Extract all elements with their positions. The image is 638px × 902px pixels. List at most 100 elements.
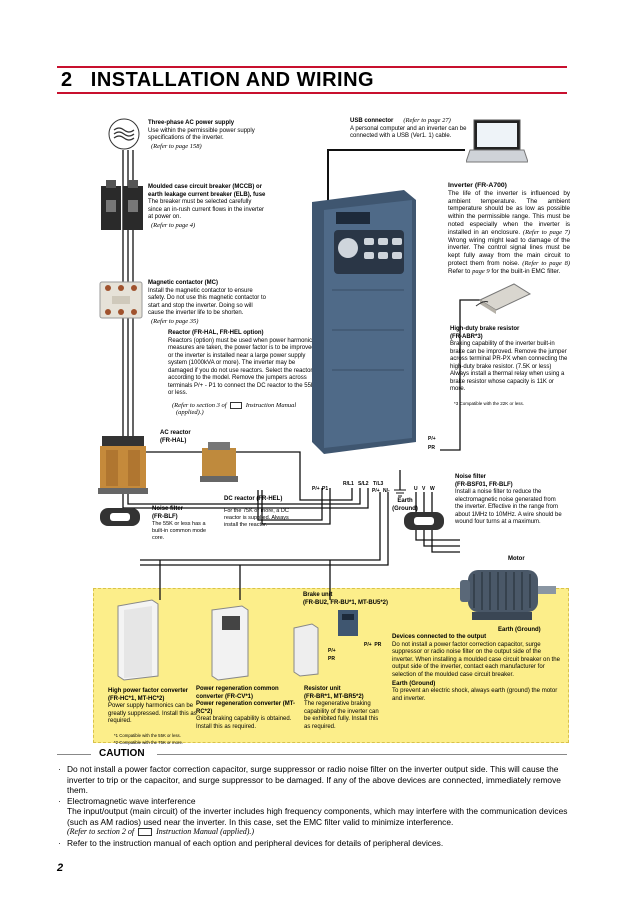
inverter-title: Inverter (FR-A700) bbox=[448, 182, 507, 189]
inverter-callout: Inverter (FR-A700) The life of the inver… bbox=[448, 182, 570, 276]
caution-ref-prefix: (Refer to section 2 of bbox=[67, 827, 135, 836]
terminal-p-plus: P/+ bbox=[428, 436, 436, 442]
caution-item-1: Do not install a power factor correction… bbox=[57, 764, 573, 796]
inverter-text2: Wrong wiring might lead to damage of the… bbox=[448, 236, 570, 267]
reactor-title: Reactor (FR-HAL, FR-HEL option) bbox=[168, 330, 264, 336]
motor-label: Motor bbox=[508, 556, 525, 564]
power-supply-title: Three-phase AC power supply bbox=[148, 120, 235, 126]
earth-ground-right-label: Earth (Ground) bbox=[498, 627, 541, 635]
ac-reactor-model: (FR-HAL) bbox=[160, 437, 187, 444]
inverter-image bbox=[308, 190, 418, 455]
resistor-unit-title: Resistor unit bbox=[304, 686, 341, 692]
dc-reactor-image bbox=[198, 438, 240, 486]
terminal-row-8: V bbox=[422, 486, 426, 492]
ac-reactor-title: AC reactor bbox=[160, 430, 191, 436]
power-supply-callout: Three-phase AC power supply Use within t… bbox=[148, 120, 263, 150]
inverter-ref3: page 9 bbox=[472, 267, 490, 275]
usb-title: USB connector bbox=[350, 118, 394, 124]
terminal-row-9: W bbox=[430, 486, 435, 492]
terminal-row-5: P/+ bbox=[372, 488, 380, 494]
power-regen-title1: Power regeneration common converter (FR-… bbox=[196, 686, 279, 700]
brake-resistor-text: Braking capability of the inverter built… bbox=[450, 341, 568, 392]
power-regen-image bbox=[210, 604, 250, 682]
section-header: 2 INSTALLATION AND WIRING bbox=[57, 66, 567, 96]
inverter-text3-prefix: Refer to bbox=[448, 267, 471, 275]
usb-ref: (Refer to page 27) bbox=[403, 117, 451, 124]
reactor-ref-suffix: (applied).) bbox=[176, 409, 204, 416]
resistor-unit-model: (FR-BR*1, MT-BR5*2) bbox=[304, 693, 364, 700]
wire-options-2 bbox=[140, 492, 389, 566]
header-rule-top bbox=[57, 66, 567, 68]
mccb-image bbox=[100, 180, 144, 232]
noise-filter-left-image bbox=[98, 506, 142, 528]
resistor-unit-image bbox=[292, 622, 320, 678]
mc-title: Magnetic contactor (MC) bbox=[148, 280, 219, 286]
brake-unit-callout: Brake unit (FR-BU2, FR-BU*1, MT-BU5*2) bbox=[303, 592, 398, 607]
high-pf-converter-model: (FR-HC*1, MT-HC*2) bbox=[108, 695, 165, 702]
brake-resistor-title: High-duty brake resistor bbox=[450, 326, 520, 332]
brake-unit-p: P/+ PR bbox=[364, 642, 382, 648]
section-number: 2 bbox=[61, 69, 73, 91]
inverter-ref1: (Refer to page 7) bbox=[522, 228, 570, 236]
brake-unit-image bbox=[336, 608, 360, 638]
wire-uvw-1 bbox=[415, 492, 460, 541]
mccb-title: Moulded case circuit breaker (MCCB) or e… bbox=[148, 184, 266, 198]
resistor-unit-callout: Resistor unit (FR-BR*1, MT-BR5*2) The re… bbox=[304, 686, 386, 731]
noise-filter-left-title: Noise filter bbox=[152, 506, 184, 512]
terminal-row-4: T/L3 bbox=[373, 481, 384, 487]
motor-label-text: Motor bbox=[508, 556, 525, 562]
noise-filter-left-callout: Noise filter (FR-BLF) The 55K or less ha… bbox=[152, 506, 210, 542]
caution-item-2: Electromagnetic wave interference bbox=[57, 796, 573, 807]
caution-book-icon bbox=[138, 828, 153, 837]
noise-filter-right-model: (FR-BSF01, FR-BLF) bbox=[455, 481, 513, 488]
noise-filter-left-text: The 55K or less has a built-in common mo… bbox=[152, 521, 207, 541]
high-pf-converter-text: Power supply harmonics can be greatly su… bbox=[108, 703, 197, 724]
power-regen-text: Great braking capability is obtained. In… bbox=[196, 716, 292, 730]
caution-title: CAUTION bbox=[95, 748, 149, 759]
brake-unit-p2: P/+ bbox=[328, 648, 336, 654]
high-pf-converter-note2: *2 Compatible with the 75K or more. bbox=[114, 740, 184, 745]
caution-ref-manual: Instruction Manual (applied).) bbox=[156, 827, 255, 836]
earth-sub: (Ground) bbox=[392, 505, 418, 512]
high-pf-converter-callout: High power factor converter (FR-HC*1, MT… bbox=[108, 688, 208, 747]
noise-filter-right-text: Install a noise filter to reduce the ele… bbox=[455, 489, 562, 525]
mc-ref: (Refer to page 35) bbox=[151, 317, 199, 325]
reactor-callout: Reactor (FR-HAL, FR-HEL option) Reactors… bbox=[168, 330, 318, 417]
wire-uvw-2 bbox=[423, 492, 460, 547]
inverter-ref2: (Refer to page 8) bbox=[522, 259, 570, 267]
wire-dc-reactor bbox=[257, 488, 323, 521]
wire-rst-1 bbox=[133, 451, 353, 501]
caution-header: CAUTION bbox=[57, 748, 567, 760]
brake-resistor-note: *3 Compatible with the 22K or less. bbox=[454, 400, 525, 406]
noise-filter-left-model: (FR-BLF) bbox=[152, 513, 178, 520]
brake-unit-model: (FR-BU2, FR-BU*1, MT-BU5*2) bbox=[303, 599, 389, 606]
caution-body: Do not install a power factor correction… bbox=[57, 764, 573, 848]
header-rule-bottom bbox=[57, 92, 567, 94]
brake-resistor-callout: High-duty brake resistor (FR-ABR*3) Brak… bbox=[450, 326, 570, 407]
dc-reactor-text: For the 75K or more, a DC reactor is sup… bbox=[224, 507, 289, 528]
reactor-ref-manual: Instruction Manual bbox=[245, 401, 297, 409]
high-pf-converter-image bbox=[116, 598, 160, 682]
brake-unit-pr2: PR bbox=[328, 656, 335, 662]
reactor-ref-prefix: (Refer to section 3 of bbox=[172, 401, 227, 409]
caution-rule-left bbox=[57, 754, 91, 755]
output-devices-earth-title: Earth (Ground) bbox=[392, 679, 436, 687]
mc-text: Install the magnetic contactor to ensure… bbox=[148, 287, 266, 317]
section-title: 2 INSTALLATION AND WIRING bbox=[61, 69, 374, 92]
dc-reactor-callout: DC reactor (FR-HEL) For the 75K or more,… bbox=[224, 496, 304, 529]
caution-item-3: Refer to the instruction manual of each … bbox=[57, 838, 573, 849]
reactor-ref: (Refer to section 3 of Instruction Manua… bbox=[168, 402, 318, 417]
wire-brake-resistor bbox=[440, 299, 480, 451]
caution-rule-right bbox=[157, 754, 567, 755]
wire-dc-reactor-2 bbox=[261, 488, 331, 525]
caution-item-2-body: The input/output (main circuit) of the i… bbox=[67, 806, 568, 827]
power-regen-title2: Power regeneration converter (MT-RC*2) bbox=[196, 701, 296, 715]
usb-text: A personal computer and an inverter can … bbox=[350, 125, 467, 140]
mccb-callout: Moulded case circuit breaker (MCCB) or e… bbox=[148, 184, 266, 229]
reactor-text: Reactors (option) must be used when powe… bbox=[168, 337, 316, 397]
mc-image bbox=[98, 278, 144, 320]
ac-reactor-callout: AC reactor (FR-HAL) bbox=[160, 430, 210, 445]
high-pf-converter-title: High power factor converter bbox=[108, 688, 189, 694]
brake-resistor-image bbox=[474, 280, 534, 316]
ac-reactor-image bbox=[96, 428, 150, 498]
